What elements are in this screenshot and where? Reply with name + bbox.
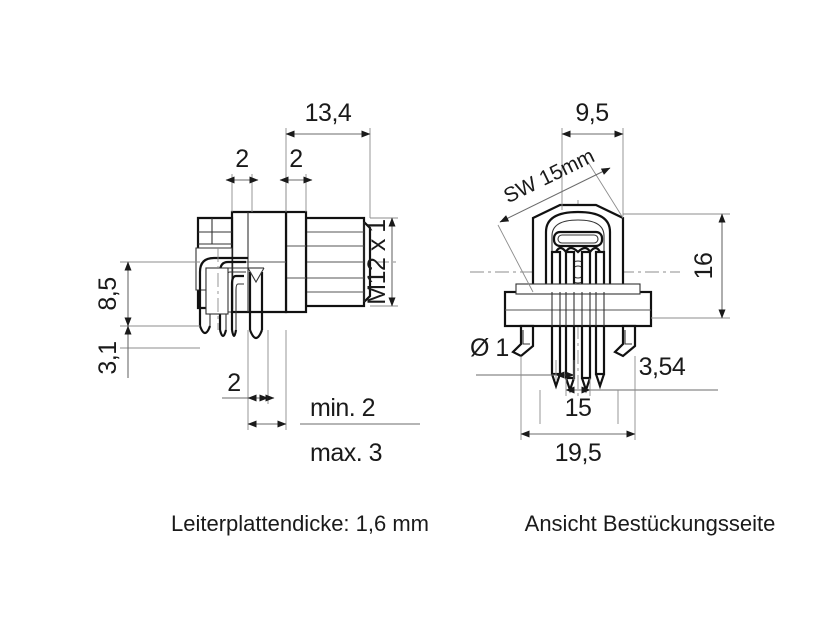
dimension-2-b: 2 xyxy=(279,145,313,212)
dimension-2-a: 2 xyxy=(225,145,259,212)
dimension-label-8-5: 8,5 xyxy=(94,277,122,310)
mounting-plate xyxy=(503,283,653,328)
dimension-label-2-a: 2 xyxy=(235,145,248,173)
dimension-label-2-b: 2 xyxy=(289,145,302,173)
board-lock-clips xyxy=(511,324,637,358)
shoulder-step xyxy=(284,210,308,314)
pin-support-block xyxy=(205,267,229,315)
dimension-label-15: 15 xyxy=(565,394,592,422)
pin-blades-overlay xyxy=(551,292,605,326)
dimension-label-16: 16 xyxy=(690,253,718,280)
dimension-3-54: 3,54 xyxy=(565,353,718,396)
dimension-label-2-c: 2 xyxy=(227,369,240,397)
m12-thread-barrel xyxy=(304,216,372,308)
dimension-3-1: 3,1 xyxy=(94,325,200,378)
dimension-label-3-1: 3,1 xyxy=(94,341,122,374)
dimension-label-19-5: 19,5 xyxy=(555,439,602,467)
dimension-m12: M12 x 1 xyxy=(363,217,398,307)
dimension-13-4: 13,4 xyxy=(285,99,371,218)
dimension-label-9-5: 9,5 xyxy=(575,99,608,127)
dimension-16: 16 xyxy=(623,213,730,319)
dimension-15: 15 xyxy=(539,390,619,424)
left-side-view: 13,4 2 2 M12 x 1 8,5 xyxy=(94,99,429,536)
dimension-min-max: min. 2 max. 3 xyxy=(247,330,420,467)
dimension-label-13-4: 13,4 xyxy=(305,99,352,127)
dimension-label-3-54: 3,54 xyxy=(639,353,686,381)
dimension-2-c: 2 xyxy=(222,330,275,404)
dimension-label-m12: M12 x 1 xyxy=(363,219,391,304)
caption-right-view: Ansicht Bestückungsseite xyxy=(525,511,776,536)
right-front-view: 9,5 SW 15mm 16 Ø 1 xyxy=(470,99,775,536)
dimension-label-diameter-1: Ø 1 xyxy=(470,334,509,362)
dimension-19-5: 19,5 xyxy=(520,356,636,467)
dimension-label-min-2: min. 2 xyxy=(310,394,375,422)
dimension-8-5: 8,5 xyxy=(94,261,200,327)
dimension-label-max-3: max. 3 xyxy=(310,439,382,467)
keyway-slot xyxy=(552,230,604,248)
caption-left-view: Leiterplattendicke: 1,6 mm xyxy=(171,511,429,536)
dimension-diameter-1: Ø 1 xyxy=(470,334,575,380)
